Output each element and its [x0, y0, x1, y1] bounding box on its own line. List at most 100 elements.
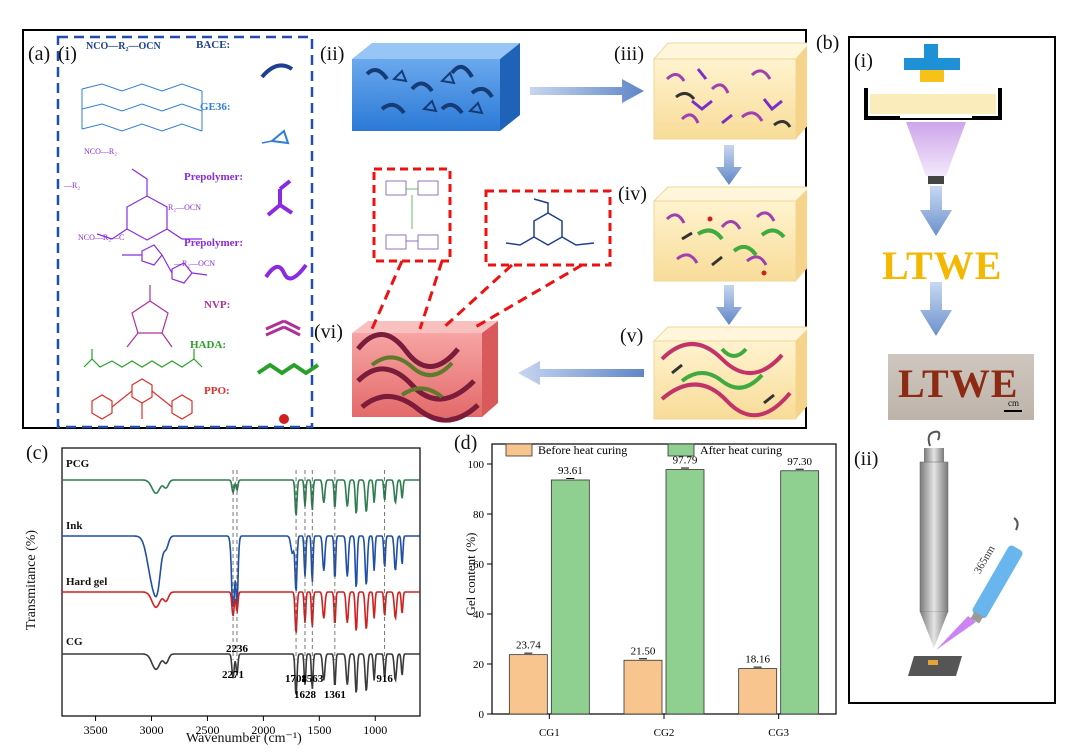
- peak-label: 1563: [301, 673, 324, 685]
- legend-swatch: [505, 443, 533, 457]
- uv-pen: [970, 545, 1023, 624]
- y-tick-label: 100: [468, 459, 485, 471]
- y-tick-label: 60: [473, 559, 485, 571]
- panel-a-sub-ii: (ii): [320, 43, 345, 65]
- legend-swatch: [667, 443, 695, 457]
- scale-label: cm: [1008, 398, 1019, 408]
- nvp-structure: [126, 285, 173, 348]
- panel-b-label: (b): [816, 32, 840, 54]
- bar: [780, 470, 820, 715]
- nozzle-body: [919, 461, 949, 613]
- x-tick-label: 3000: [140, 723, 164, 737]
- box-ii: [352, 43, 520, 131]
- uv-beam: [906, 122, 966, 176]
- x-tick-label: 3500: [84, 723, 108, 737]
- y-tick-label: 40: [473, 609, 485, 621]
- arrow-v-vi: [518, 361, 644, 385]
- legend-ppo: PPO:: [204, 385, 230, 397]
- panel-a-sub-vi: (vi): [314, 321, 343, 343]
- panel-a-sub-i: (i): [58, 43, 77, 65]
- series-label-ink: Ink: [66, 520, 83, 532]
- prepolymer1-icon: [266, 179, 294, 217]
- spectrum-line-pcg: [62, 479, 420, 516]
- prepolymer2-icon: [264, 263, 308, 281]
- gel-content-chart: 020406080100CG123.7493.61CG221.5097.79CG…: [468, 443, 837, 739]
- prepolymer2-formula-a: NCO—R₂—C: [78, 233, 125, 242]
- bace-formula: NCO—R₂—OCN: [86, 41, 161, 52]
- ltwe-photo: [888, 354, 1034, 420]
- peak-label: 1708: [285, 673, 308, 685]
- panel-b-schematic: [864, 44, 1034, 676]
- bar: [550, 479, 590, 715]
- peak-label: 2236: [226, 643, 249, 655]
- hada-icon: [256, 362, 320, 376]
- bace-icon: [260, 63, 294, 79]
- arrow-iii-iv: [716, 145, 742, 185]
- x-tick-label: 2000: [251, 723, 275, 737]
- inset-right-triazine: [505, 198, 595, 246]
- ftir-ylabel: Transmitance (%): [24, 529, 39, 631]
- panel-b-sub-i: (i): [854, 50, 873, 72]
- x-tick-label: CG3: [768, 727, 789, 739]
- data-label: 97.79: [673, 455, 698, 467]
- panel-b: (b) (i) (ii) LTWE LTWE cm 365nm: [816, 32, 1056, 704]
- x-tick-label: 1500: [307, 723, 331, 737]
- box-iv: [652, 186, 807, 282]
- inset-left-structure: [385, 180, 439, 250]
- legend-ge36: GE36:: [200, 101, 231, 113]
- legend-prepolymer-1: Prepolymer:: [184, 171, 244, 183]
- spectrum-line-ink: [62, 535, 420, 607]
- hada-structure: [83, 349, 203, 368]
- inset-connectors: [370, 260, 583, 331]
- series-label-cg: CG: [66, 636, 83, 648]
- resin: [870, 94, 996, 114]
- panel-a-label: (a): [28, 43, 51, 65]
- printer-head: [904, 58, 960, 70]
- arrow-down-1: [920, 186, 952, 236]
- data-label: 97.30: [787, 456, 812, 468]
- data-label: 23.74: [516, 640, 541, 652]
- series-label-pcg: PCG: [66, 458, 90, 470]
- legend-hada: HADA:: [190, 339, 227, 351]
- x-tick-label: 2500: [195, 723, 219, 737]
- prepolymer1-formula-b: —R₂: [64, 181, 81, 190]
- panel-a-sub-v: (v): [620, 325, 644, 347]
- panel-a-sub-iii: (iii): [614, 43, 644, 65]
- legend-label: After heat curing: [700, 443, 782, 457]
- peak-label: 916: [376, 673, 393, 685]
- legend-bace: BACE:: [196, 39, 231, 51]
- spectrum-line-cg: [62, 653, 420, 695]
- arrow-iv-v: [716, 285, 742, 325]
- y-tick-label: 20: [473, 659, 485, 671]
- printer-head-top: [924, 44, 938, 58]
- prepolymer2-formula-b: —R₂—OCN: [174, 259, 216, 268]
- y-tick-label: 0: [479, 709, 485, 721]
- prepolymer1-formula-a: NCO—R₂: [84, 147, 118, 156]
- printed-trace: [928, 660, 938, 665]
- ftir-frame: [61, 447, 421, 717]
- uv-pen-cable: [1013, 517, 1019, 531]
- vat-window: [900, 114, 972, 118]
- legend-box: [56, 35, 314, 429]
- peak-label: 1361: [324, 689, 346, 701]
- print-substrate: [908, 656, 962, 676]
- legend-label: Before heat curing: [538, 443, 627, 457]
- bar-ylabel: Gel content (%): [463, 532, 478, 616]
- scale-bar: [1004, 410, 1022, 412]
- ge36-structure: [81, 83, 203, 132]
- projector: [928, 176, 944, 184]
- panel-a: (a) (i) (ii) (iii) (iv) (v) (vi) NCO—R₂—…: [22, 29, 807, 429]
- ppo-icon: [279, 414, 289, 424]
- ftir-xlabel: Wavenumber (cm⁻¹): [186, 731, 302, 746]
- bar: [623, 659, 663, 715]
- ltwe-photo-text: LTWE: [898, 361, 1019, 406]
- uv-light-ray: [936, 616, 976, 650]
- nvp-icon: [265, 319, 301, 337]
- y-tick-label: 80: [473, 509, 485, 521]
- x-tick-label: 1000: [363, 723, 387, 737]
- panel-a-scheme: [56, 35, 807, 429]
- spectrum-line-hard-gel: [62, 591, 420, 633]
- series-label-hard-gel: Hard gel: [66, 576, 108, 588]
